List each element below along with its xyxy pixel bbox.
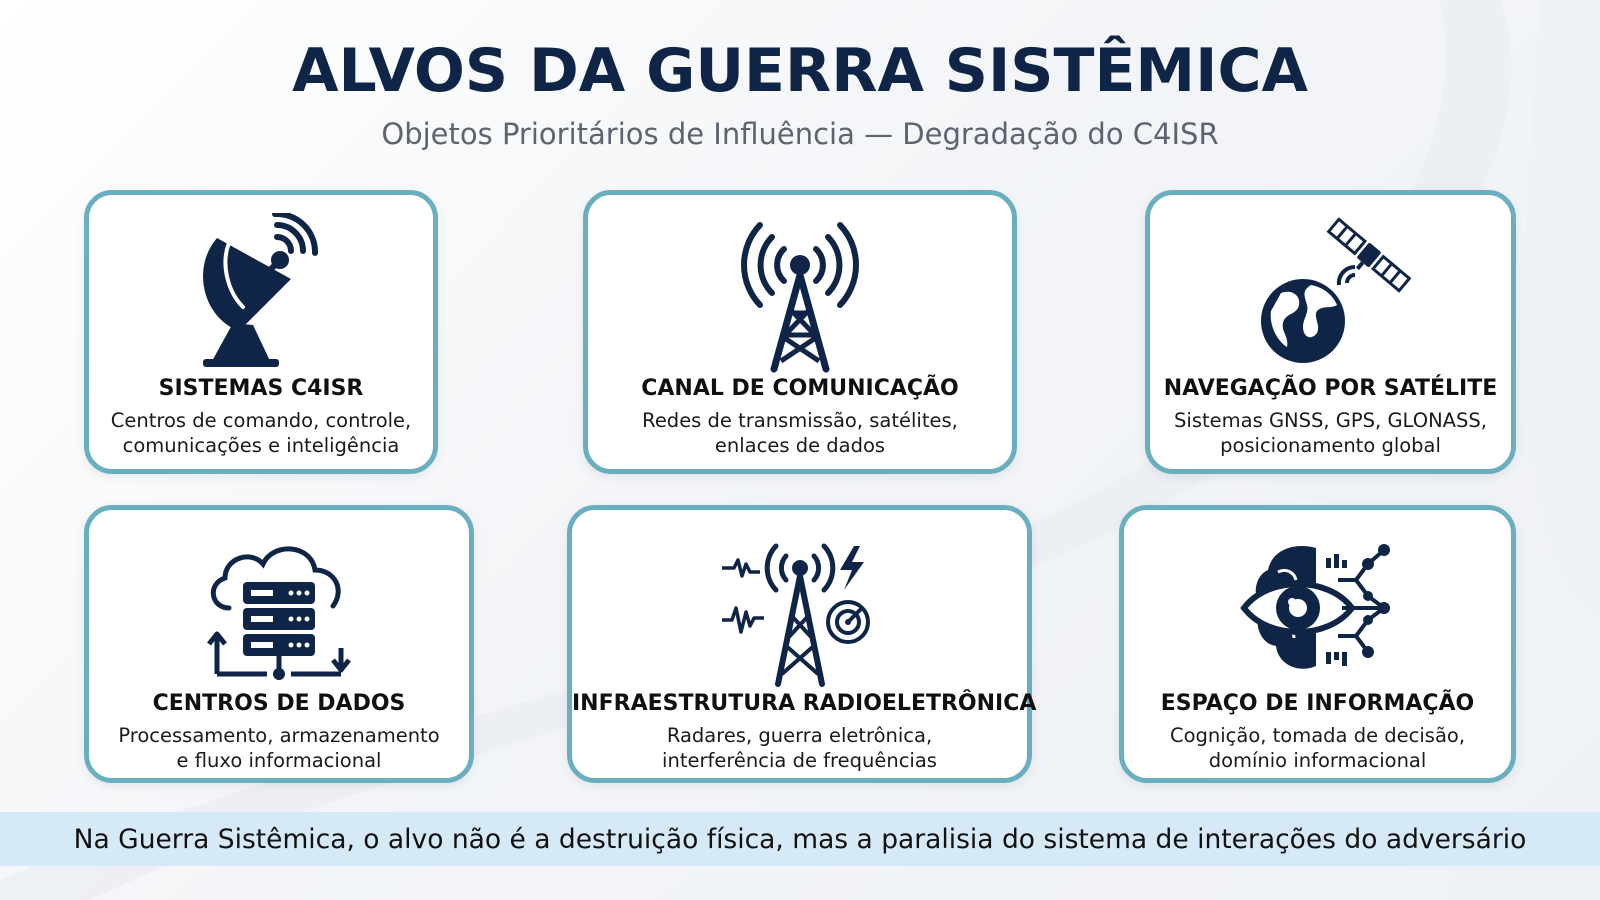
radio-tower-icon xyxy=(720,213,880,373)
card-navegacao-por-satelite: NAVEGAÇÃO POR SATÉLITE Sistemas GNSS, GP… xyxy=(1145,190,1516,474)
card-canal-de-comunicacao: CANAL DE COMUNICAÇÃO Redes de transmissã… xyxy=(583,190,1017,474)
card-description: Radares, guerra eletrônica, interferênci… xyxy=(662,724,937,772)
card-title: CENTROS DE DADOS xyxy=(152,691,406,716)
page-title: ALVOS DA GUERRA SISTÊMICA xyxy=(292,36,1308,106)
page-subtitle: Objetos Prioritários de Influência — Deg… xyxy=(381,117,1219,151)
card-espaco-de-informacao: ESPAÇO DE INFORMAÇÃO Cognição, tomada de… xyxy=(1119,505,1516,783)
globe-satellite-icon xyxy=(1251,213,1411,373)
card-description: Centros de comando, controle, comunicaçõ… xyxy=(110,409,412,457)
card-description: Processamento, armazenamento e fluxo inf… xyxy=(118,724,440,772)
cloud-server-icon xyxy=(199,528,359,688)
card-title: ESPAÇO DE INFORMAÇÃO xyxy=(1160,691,1475,716)
card-title: NAVEGAÇÃO POR SATÉLITE xyxy=(1163,376,1498,401)
card-sistemas-c4isr: SISTEMAS C4ISR Centros de comando, contr… xyxy=(84,190,438,474)
radio-radar-icon xyxy=(720,528,880,688)
card-description: Cognição, tomada de decisão, domínio inf… xyxy=(1169,724,1466,772)
footer-banner: Na Guerra Sistêmica, o alvo não é a dest… xyxy=(0,812,1600,866)
card-title: INFRAESTRUTURA RADIOELETRÔNICA xyxy=(572,691,1037,716)
satellite-dish-icon xyxy=(181,213,341,373)
card-title: SISTEMAS C4ISR xyxy=(158,376,364,401)
card-centros-de-dados: CENTROS DE DADOS Processamento, armazena… xyxy=(84,505,474,783)
brain-eye-network-icon xyxy=(1238,528,1398,688)
footer-text: Na Guerra Sistêmica, o alvo não é a dest… xyxy=(73,823,1527,855)
card-description: Redes de transmissão, satélites, enlaces… xyxy=(642,409,958,457)
card-infraestrutura-radioeletronica: INFRAESTRUTURA RADIOELETRÔNICA Radares, … xyxy=(567,505,1037,783)
card-title: CANAL DE COMUNICAÇÃO xyxy=(641,376,959,401)
card-description: Sistemas GNSS, GPS, GLONASS, posicioname… xyxy=(1174,409,1487,457)
